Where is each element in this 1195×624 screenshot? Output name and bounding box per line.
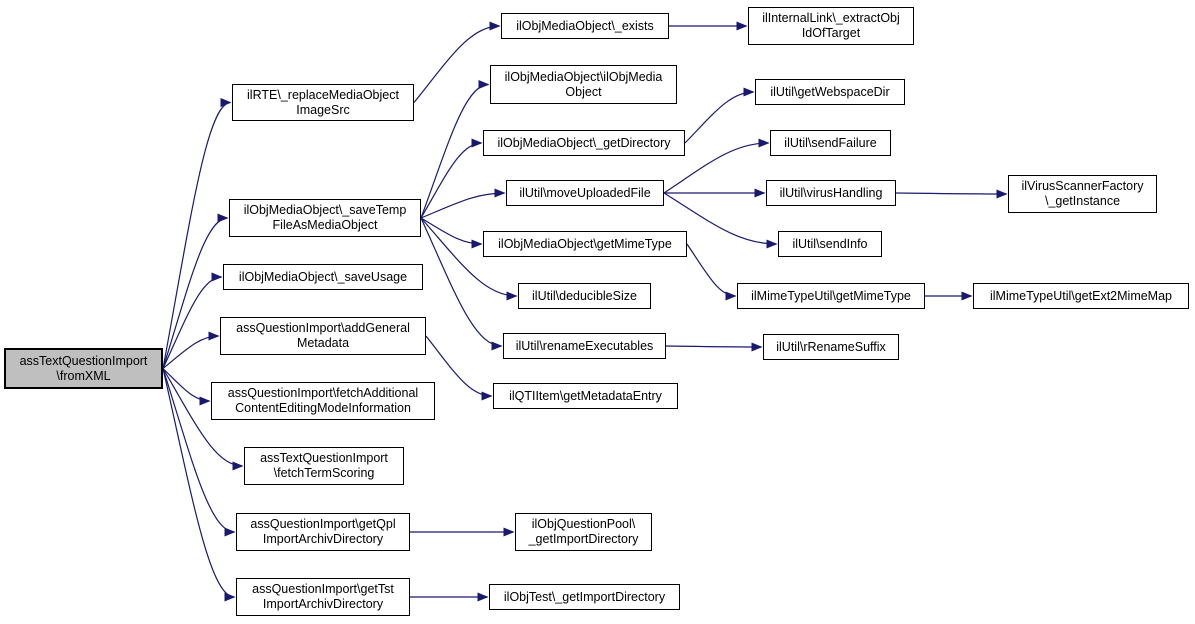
node-label-line: ImportArchivDirectory bbox=[262, 597, 384, 611]
node-label-line: ilObjTest\_getImportDirectory bbox=[503, 589, 666, 604]
node-label-line: ilUtil\deducibleSize bbox=[532, 288, 637, 303]
node-label-line: ilObjMediaObject\_saveUsage bbox=[238, 269, 408, 284]
node-label-line: Object bbox=[565, 84, 602, 99]
node-label-line: Metadata bbox=[296, 336, 350, 350]
node-label-line: ilInternalLink\_extractObj bbox=[762, 11, 900, 25]
edge-virusHandling-to-virusScannerFactoryGetInstance bbox=[895, 189, 1008, 199]
edge-addGeneralMetadata-to-getMetadataEntry bbox=[425, 335, 493, 401]
edge-saveTempFileAsMediaObject-to-getDirectory bbox=[420, 138, 483, 219]
node-label-line: ilMimeTypeUtil\getExt2MimeMap bbox=[990, 288, 1172, 303]
node-label-line: ImageSrc bbox=[296, 102, 350, 117]
graph-node-rRenameSuffix[interactable]: ilUtil\rRenameSuffix bbox=[763, 334, 899, 360]
node-label-line: ilObjQuestionPool\ bbox=[531, 517, 636, 531]
graph-node-virusScannerFactoryGetInstance[interactable]: ilVirusScannerFactory\_getInstance bbox=[1008, 175, 1157, 213]
node-label-line: \fetchTermScoring bbox=[273, 466, 375, 480]
graph-node-qplGetImportDirectory[interactable]: ilObjQuestionPool\_getImportDirectory bbox=[515, 513, 652, 551]
node-label-line: ilQTIItem\getMetadataEntry bbox=[509, 388, 662, 403]
node-label-line: ilUtil\rRenameSuffix bbox=[776, 339, 886, 354]
graph-node-fromXML: assTextQuestionImport\fromXML bbox=[4, 348, 163, 389]
edge-saveTempFileAsMediaObject-to-mobGetMimeType bbox=[420, 217, 483, 249]
node-label-line: assQuestionImport\addGeneral bbox=[236, 321, 410, 335]
graph-node-getMetadataEntry[interactable]: ilQTIItem\getMetadataEntry bbox=[493, 383, 678, 409]
node-label-line: assQuestionImport\getTst bbox=[252, 582, 394, 596]
edge-replaceMediaObjectImageSrc-to-exists bbox=[413, 21, 501, 103]
node-label-line: ilUtil\sendFailure bbox=[784, 135, 877, 150]
node-label-line: ContentEditingModeInformation bbox=[235, 401, 411, 415]
graph-node-sendInfo[interactable]: ilUtil\sendInfo bbox=[778, 231, 882, 257]
edge-getDirectory-to-getWebspaceDir bbox=[684, 87, 755, 144]
graph-node-saveUsage[interactable]: ilObjMediaObject\_saveUsage bbox=[223, 264, 423, 290]
node-label-line: ilObjMediaObject\_saveTemp bbox=[243, 203, 407, 217]
graph-node-deducibleSize[interactable]: ilUtil\deducibleSize bbox=[518, 283, 651, 309]
graph-node-sendFailure[interactable]: ilUtil\sendFailure bbox=[770, 130, 891, 156]
edge-fromXML-to-fetchAdditionalContentEditingModeInformation bbox=[162, 368, 211, 406]
graph-node-mimeGetMimeType[interactable]: ilMimeTypeUtil\getMimeType bbox=[737, 283, 925, 309]
graph-node-exists[interactable]: ilObjMediaObject\_exists bbox=[501, 13, 669, 39]
graph-node-tstGetImportDirectory[interactable]: ilObjTest\_getImportDirectory bbox=[489, 584, 680, 610]
node-label-line: ilObjMediaObject\_exists bbox=[516, 18, 654, 33]
graph-node-moveUploadedFile[interactable]: ilUtil\moveUploadedFile bbox=[506, 180, 664, 206]
edge-saveTempFileAsMediaObject-to-ilObjMediaObjectCtor bbox=[420, 80, 490, 219]
node-label-line: ilUtil\moveUploadedFile bbox=[519, 185, 651, 200]
node-label-line: IdOfTarget bbox=[801, 26, 861, 40]
node-label-line: FileAsMediaObject bbox=[272, 218, 378, 232]
graph-node-virusHandling[interactable]: ilUtil\virusHandling bbox=[766, 180, 896, 206]
edge-mobGetMimeType-to-mimeGetMimeType bbox=[686, 243, 737, 301]
node-label-line: ilUtil\sendInfo bbox=[792, 236, 868, 251]
node-label-line: ilObjMediaObject\_getDirectory bbox=[497, 135, 671, 150]
node-label-line: assQuestionImport\getQpl bbox=[250, 517, 396, 531]
node-label-line: assTextQuestionImport bbox=[19, 353, 148, 368]
edge-fromXML-to-saveUsage bbox=[162, 272, 223, 369]
node-label-line: ilObjMediaObject\ilObjMedia bbox=[504, 69, 663, 84]
node-label-line: ImportArchivDirectory bbox=[262, 532, 384, 546]
node-label-line: assTextQuestionImport bbox=[260, 451, 388, 465]
edge-fromXML-to-saveTempFileAsMediaObject bbox=[162, 213, 229, 369]
node-label-line: ilUtil\renameExecutables bbox=[515, 338, 654, 353]
node-label-line: \_getInstance bbox=[1044, 194, 1121, 208]
node-label-line: ilVirusScannerFactory bbox=[1021, 179, 1144, 193]
edge-renameExecutables-to-rRenameSuffix bbox=[665, 342, 763, 352]
node-label-line: ilObjMediaObject\getMimeType bbox=[498, 236, 672, 251]
graph-node-fetchTermScoring[interactable]: assTextQuestionImport\fetchTermScoring bbox=[244, 447, 404, 485]
node-label-line: assQuestionImport\fetchAdditional bbox=[227, 386, 419, 400]
graph-node-getDirectory[interactable]: ilObjMediaObject\_getDirectory bbox=[483, 130, 685, 156]
graph-node-getExt2MimeMap[interactable]: ilMimeTypeUtil\getExt2MimeMap bbox=[973, 283, 1189, 309]
edge-fromXML-to-addGeneralMetadata bbox=[162, 331, 220, 369]
node-label-line: ilMimeTypeUtil\getMimeType bbox=[751, 288, 911, 303]
graph-node-getWebspaceDir[interactable]: ilUtil\getWebspaceDir bbox=[755, 79, 905, 105]
node-label-line: _getImportDirectory bbox=[528, 532, 639, 546]
node-label-line: ilRTE\_replaceMediaObject bbox=[247, 87, 399, 102]
edge-saveTempFileAsMediaObject-to-deducibleSize bbox=[420, 217, 518, 301]
node-label-line: ilUtil\virusHandling bbox=[779, 185, 883, 200]
node-label-line: \fromXML bbox=[56, 368, 111, 383]
graph-node-mobGetMimeType[interactable]: ilObjMediaObject\getMimeType bbox=[483, 231, 687, 257]
graph-node-renameExecutables[interactable]: ilUtil\renameExecutables bbox=[503, 333, 666, 359]
node-label-line: ilUtil\getWebspaceDir bbox=[770, 84, 890, 99]
edge-saveTempFileAsMediaObject-to-moveUploadedFile bbox=[420, 188, 506, 219]
